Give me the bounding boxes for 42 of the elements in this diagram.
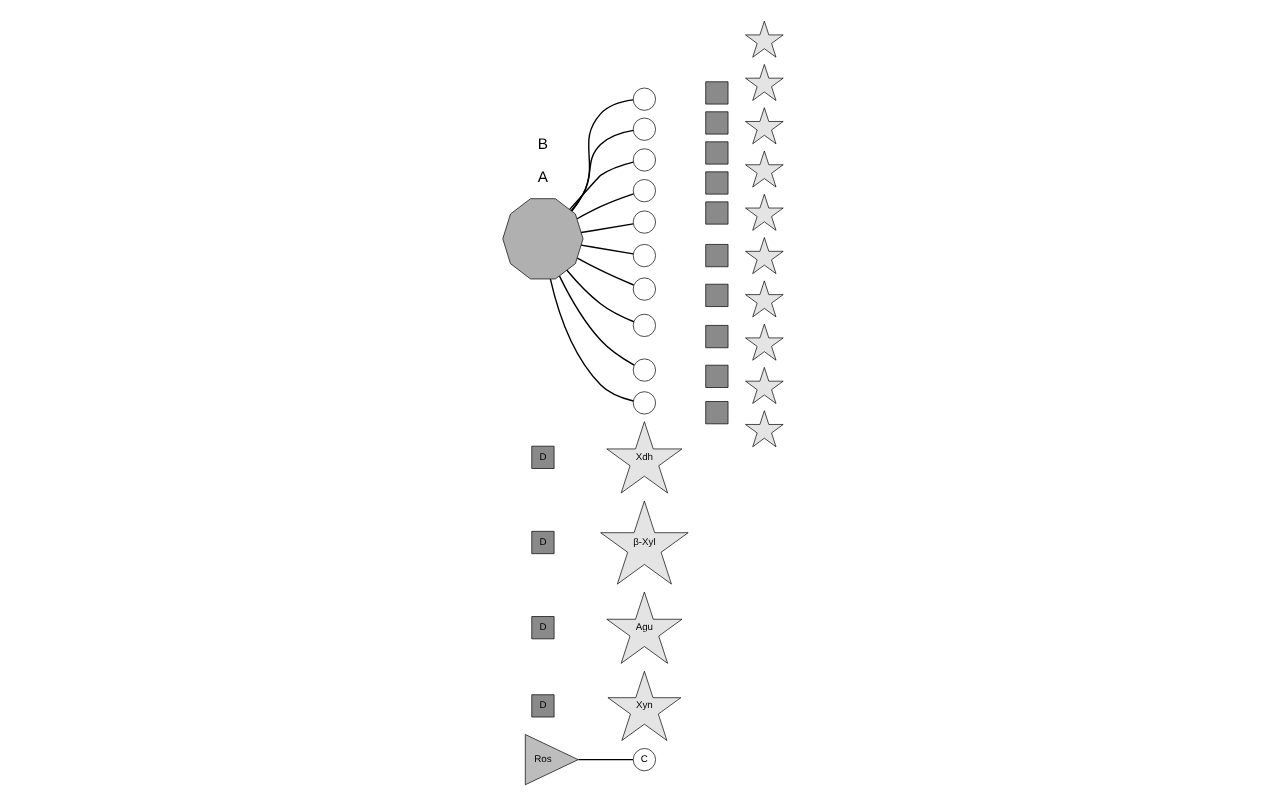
connector [566, 269, 635, 323]
node-box [705, 111, 729, 135]
node-star [745, 323, 784, 361]
node-box [705, 201, 729, 225]
connector [580, 244, 634, 255]
connector [576, 193, 635, 220]
node-star [745, 367, 784, 404]
node-circle [632, 117, 656, 141]
node-circle [632, 210, 656, 234]
node-star [745, 64, 784, 101]
node-circle [632, 179, 656, 203]
node-circle [632, 148, 656, 172]
node-box [705, 81, 729, 105]
connector [570, 129, 634, 212]
node-circle [632, 391, 656, 415]
node-box [705, 364, 729, 388]
node-box [705, 283, 729, 307]
node-circle [632, 277, 656, 301]
node-star [745, 237, 784, 274]
connector [569, 161, 634, 211]
node-star [745, 410, 784, 448]
node-box [705, 141, 729, 165]
connector [549, 278, 635, 402]
connector [576, 257, 635, 286]
node-star [745, 280, 784, 318]
node-star [745, 20, 784, 58]
connector [577, 758, 634, 761]
node-star [745, 193, 784, 231]
node-box [705, 244, 729, 268]
connector [571, 99, 634, 212]
node-circle [632, 87, 656, 111]
node-star [745, 150, 784, 188]
connector [558, 275, 635, 366]
node-box [705, 401, 729, 425]
node-circle [632, 313, 656, 337]
connector [580, 223, 634, 234]
node-decagon [502, 198, 584, 280]
node-star [745, 107, 784, 145]
node-circle [632, 358, 656, 382]
node-box [705, 325, 729, 349]
node-box [705, 171, 729, 195]
node-circle [632, 244, 656, 268]
